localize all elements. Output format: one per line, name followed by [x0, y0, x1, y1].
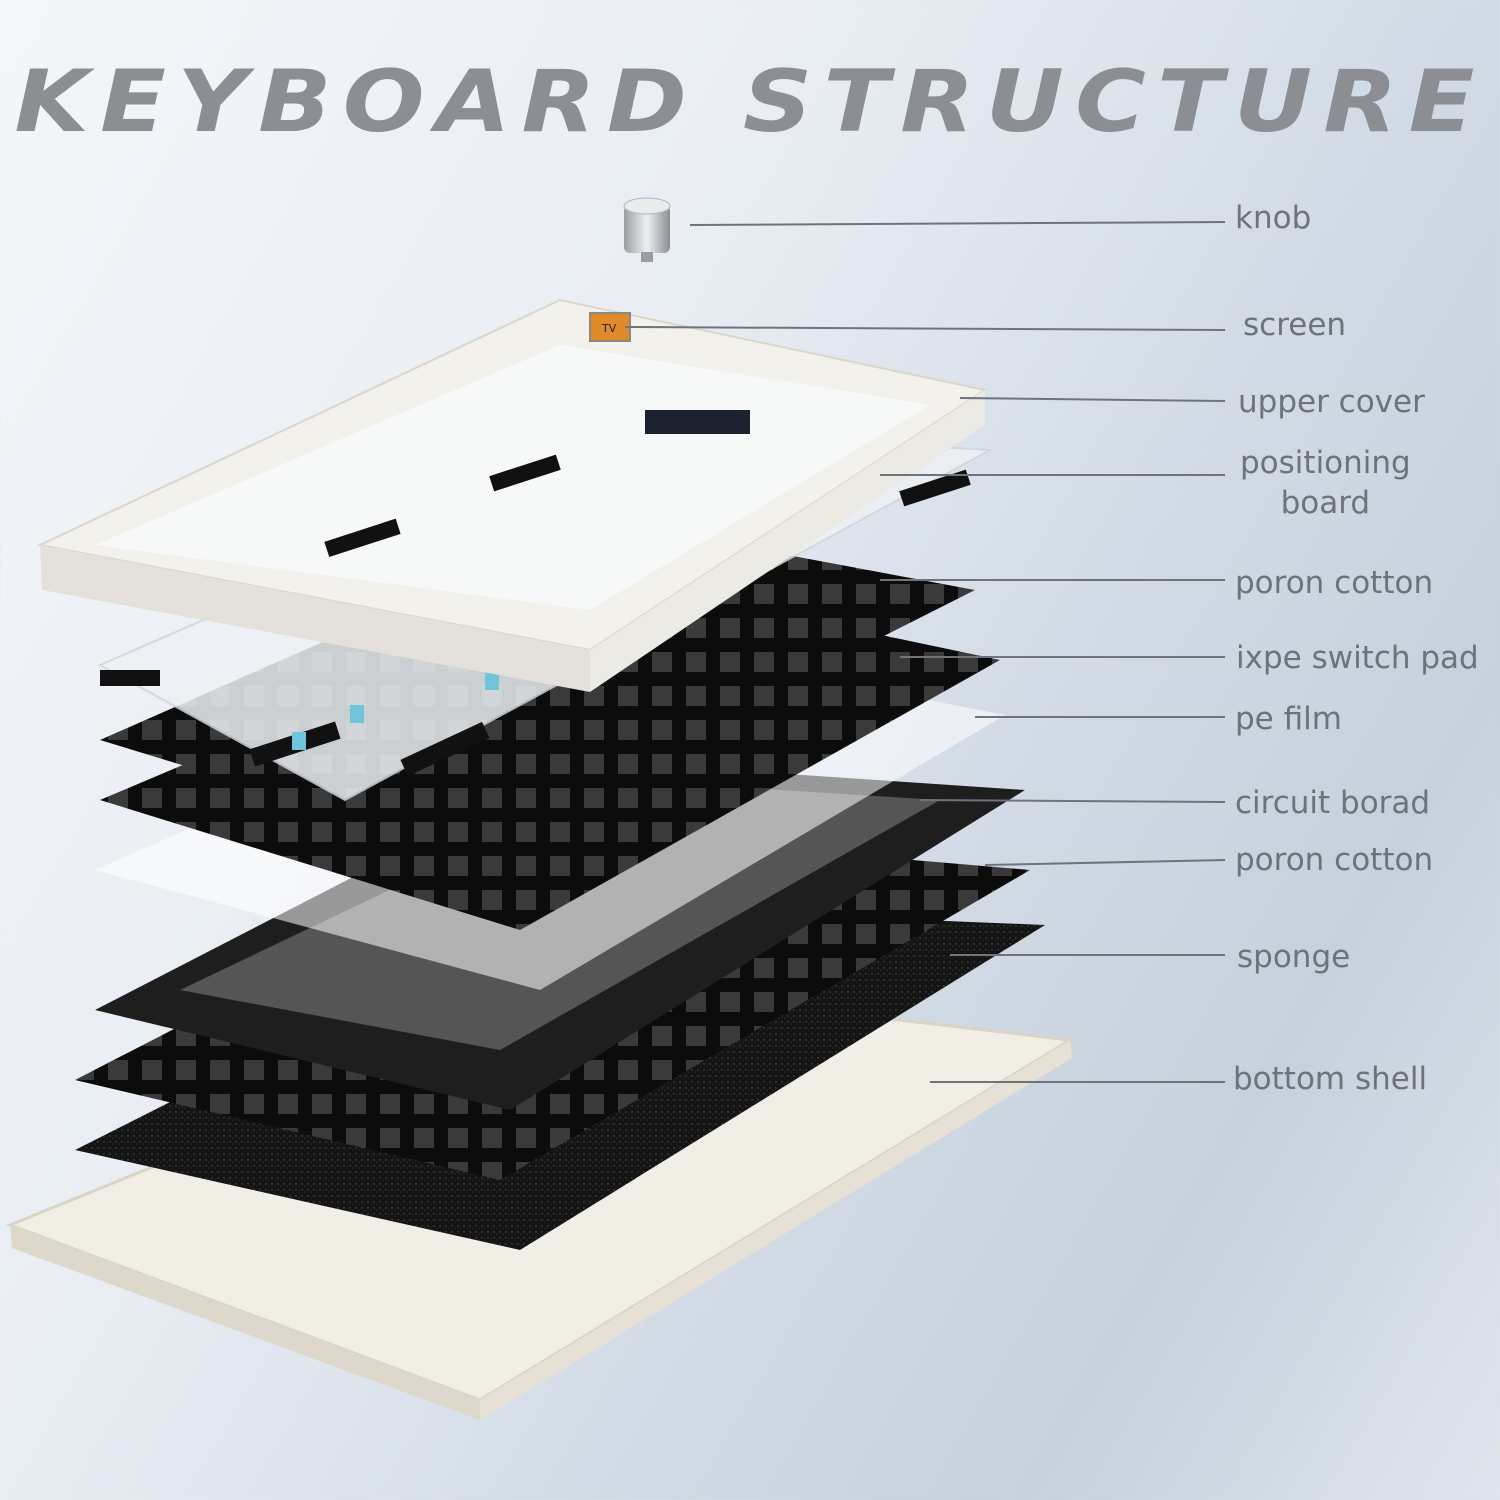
- label-pe-film: pe film: [1235, 701, 1342, 737]
- label-poron-cotton-upper: poron cotton: [1235, 565, 1434, 601]
- leader-lines: [624, 221, 1226, 1083]
- upper-cover-layer: [36, 298, 988, 692]
- label-positioning-line2: board: [1280, 485, 1371, 521]
- label-positioning-board: positioning board: [1240, 443, 1411, 523]
- label-screen: screen: [1243, 307, 1347, 343]
- label-sponge: sponge: [1237, 939, 1351, 975]
- label-bottom-shell: bottom shell: [1233, 1061, 1428, 1097]
- screen-text: TV: [601, 322, 617, 335]
- label-circuit-board: circuit borad: [1235, 785, 1431, 821]
- label-knob: knob: [1235, 200, 1312, 236]
- label-ixpe-switch-pad: ixpe switch pad: [1236, 640, 1479, 676]
- label-positioning-line1: positioning: [1240, 445, 1411, 481]
- knob-component: [623, 197, 671, 262]
- label-upper-cover: upper cover: [1238, 384, 1425, 420]
- screen-component: TV: [589, 312, 631, 342]
- label-poron-cotton-lower: poron cotton: [1235, 842, 1434, 878]
- page-title: KEYBOARD STRUCTURE: [14, 52, 1486, 152]
